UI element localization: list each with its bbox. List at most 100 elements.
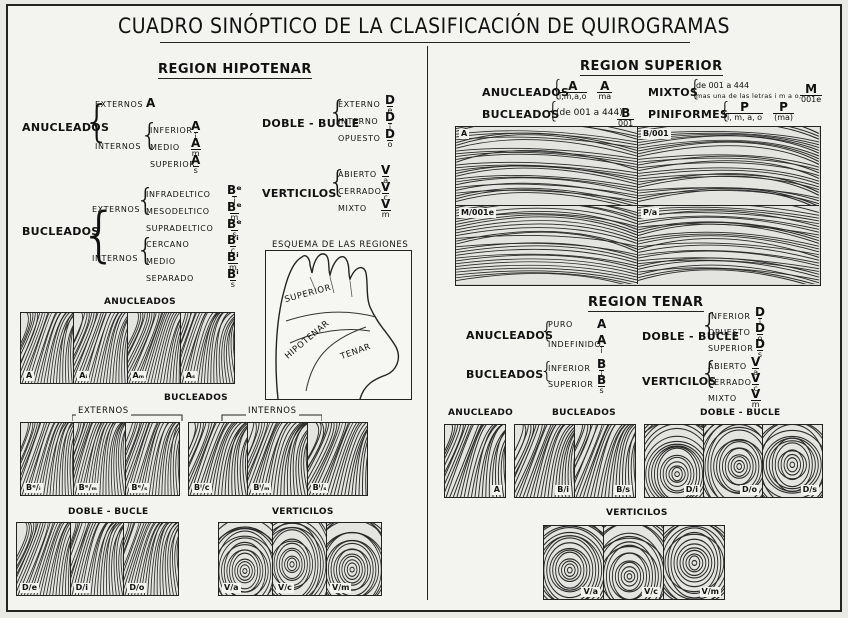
fingerprint-image: Bⁱ/ₛ xyxy=(308,423,367,495)
photo-hip-doble: D/e D/i D/o xyxy=(16,522,179,596)
code-label: SEPARADO xyxy=(146,274,226,283)
fingerprint-image: B/i xyxy=(515,425,575,497)
fingerprint-image: D/e xyxy=(17,523,71,595)
page-title: CUADRO SINÓPTICO DE LA CLASIFICACIÓN DE … xyxy=(0,14,848,38)
code-frac: Pi, m, a, o xyxy=(726,101,763,122)
code-label: INDEFINIDO xyxy=(548,340,596,349)
fingerprint-code-label: D/i xyxy=(74,583,90,593)
photo-superior-grid: A B/001 M/001e P/a xyxy=(455,126,821,286)
fingerprint-code-label: D/e xyxy=(20,583,39,593)
sup-mixtos-line1: de 001 a 444 xyxy=(696,81,749,90)
code-label: INFERIOR xyxy=(708,312,754,321)
fingerprint-image: V/c xyxy=(273,523,327,595)
fingerprint-image: D/i xyxy=(71,523,125,595)
heading-superior: REGION SUPERIOR xyxy=(580,59,723,76)
fingerprint-image: V/m xyxy=(664,526,724,599)
fingerprint-code-label: A xyxy=(24,371,34,381)
photo-hip-doble-heading: DOBLE - BUCLE xyxy=(68,507,148,517)
photo-sup-p: P/a xyxy=(638,206,819,284)
fingerprint-image: Aₛ xyxy=(181,313,234,383)
fingerprint-code-label: Aₛ xyxy=(184,371,197,381)
code-label: MEDIO xyxy=(150,143,190,152)
code-label: OPUESTO xyxy=(338,134,384,143)
photo-hip-anuc-heading: ANUCLEADOS xyxy=(104,297,176,307)
fingerprint-image: Bᵉ/ₛ xyxy=(126,423,179,495)
photo-hip-buc-heading: BUCLEADOS xyxy=(164,393,228,403)
code-label: SUPERIOR xyxy=(150,160,190,169)
code-frac: Ama xyxy=(597,80,612,101)
ten-bucleados-label: BUCLEADOS xyxy=(466,368,544,381)
fingerprint-code-label: V/m xyxy=(330,583,351,593)
fingerprint-code-label: V/c xyxy=(276,583,294,593)
code-frac: A xyxy=(596,318,607,330)
code-label: PURO xyxy=(548,320,596,329)
sup-buc-range: (de 001 a 444) xyxy=(556,108,623,118)
fingerprint-code-label: B/001 xyxy=(641,129,671,139)
hip-buc-internos: INTERNOS xyxy=(92,254,138,263)
photo-sup-b: B/001 xyxy=(638,127,819,206)
photo-sup-a: A xyxy=(456,127,638,206)
fingerprint-image: V/c xyxy=(604,526,664,599)
fingerprint-image: V/a xyxy=(219,523,273,595)
hip-anuc-externos: EXTERNOS xyxy=(95,100,143,109)
code-label: CERRADO xyxy=(708,378,750,387)
fingerprint-image: Bᵉ/ₘ xyxy=(74,423,127,495)
hip-anuc-ext-code: A xyxy=(146,96,155,110)
fingerprint-image: D/o xyxy=(704,425,763,497)
fingerprint-image: M/001e xyxy=(456,206,637,284)
photo-ten-anucleado: A xyxy=(444,424,506,498)
fingerprint-code-label: Aᵢ xyxy=(77,371,89,381)
photo-ten-buc-heading: BUCLEADOS xyxy=(552,408,616,418)
code-label: INTERNO xyxy=(338,117,384,126)
fingerprint-image: B/s xyxy=(575,425,635,497)
sup-pini-codes: Pi, m, a, o P(ma) xyxy=(726,101,794,122)
fingerprint-image: B/001 xyxy=(638,127,819,205)
sup-piniformes-label: PINIFORMES xyxy=(648,108,728,121)
fingerprint-code-label: B/i xyxy=(555,485,571,495)
heading-hipotenar: REGION HIPOTENAR xyxy=(158,62,312,79)
palm-schema: SUPERIOR HIPOTENAR TENAR xyxy=(265,250,412,400)
fingerprint-code-label: Bⁱ/ₘ xyxy=(251,483,271,493)
fingerprint-image: A xyxy=(456,127,637,205)
code-row: MIXTOVm xyxy=(338,198,391,219)
fingerprint-code-label: A xyxy=(459,129,469,139)
fingerprint-code-label: Bⁱ/ₛ xyxy=(311,483,329,493)
code-label: OPUESTO xyxy=(708,328,754,337)
code-frac: Ai,m,a,o xyxy=(558,80,587,101)
fingerprint-code-label: D/o xyxy=(127,583,146,593)
fingerprint-code-label: B/s xyxy=(614,485,632,495)
hip-anuc-internos: INTERNOS xyxy=(95,142,141,151)
code-label: SUPRADELTICO xyxy=(146,224,226,233)
photo-ten-vert-heading: VERTICILOS xyxy=(606,508,668,518)
esquema-title: ESQUEMA DE LAS REGIONES xyxy=(272,240,408,250)
code-label: EXTERNO xyxy=(338,100,384,109)
photo-ten-doble-heading: DOBLE - BUCLE xyxy=(700,408,780,418)
fingerprint-image: V/m xyxy=(327,523,381,595)
code-label: MIXTO xyxy=(338,204,380,213)
code-label: INFERIOR xyxy=(150,126,190,135)
photo-hip-buc-internos: INTERNOS xyxy=(246,406,299,416)
fingerprint-image: Aₘ xyxy=(128,313,181,383)
fingerprint-image: A xyxy=(21,313,74,383)
fingerprint-code-label: Bⁱ/c xyxy=(192,483,212,493)
code-frac: Bs xyxy=(596,374,607,395)
fingerprint-code-label: V/a xyxy=(581,587,600,597)
fingerprint-code-label: M/001e xyxy=(459,208,496,218)
fingerprint-image: V/a xyxy=(544,526,604,599)
fingerprint-code-label: V/m xyxy=(700,587,721,597)
sup-anuc-codes: Ai,m,a,o Ama xyxy=(558,80,612,101)
photo-ten-anuc-heading: ANUCLEADO xyxy=(448,408,513,418)
palm-outline xyxy=(266,251,411,399)
fingerprint-image: Aᵢ xyxy=(74,313,127,383)
fingerprint-image: D/i xyxy=(645,425,704,497)
